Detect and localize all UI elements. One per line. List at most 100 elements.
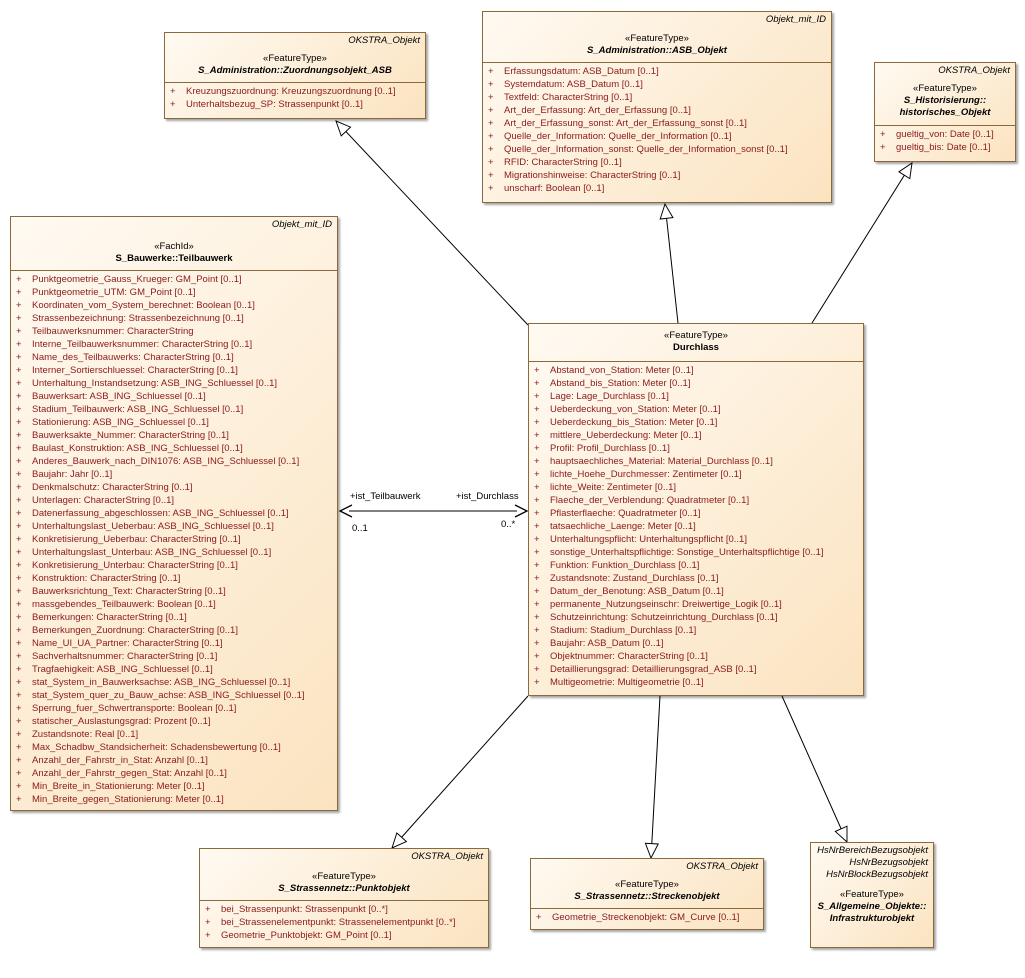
attribute-text: Unterhaltungslast_Ueberbau: ASB_ING_Schl… bbox=[32, 521, 274, 532]
association-role-left: +ist_Teilbauwerk bbox=[350, 491, 421, 502]
class-infrastrukturobjekt[interactable]: HsNrBereichBezugsobjekt HsNrBezugsobjekt… bbox=[810, 842, 934, 948]
visibility-marker: + bbox=[16, 378, 22, 389]
attribute-row: +Funktion: Funktion_Durchlass [0..1] bbox=[529, 559, 863, 572]
class-stereotype: «FeatureType» bbox=[625, 33, 689, 44]
attribute-text: Bauwerksrichtung_Text: CharacterString [… bbox=[32, 586, 226, 597]
attribute-row: +Schutzeinrichtung: Schutzeinrichtung_Du… bbox=[529, 611, 863, 624]
visibility-marker: + bbox=[16, 742, 22, 753]
association-arrow-left bbox=[338, 504, 353, 518]
class-parent-name: Objekt_mit_ID bbox=[271, 219, 332, 230]
generalization-to-streckenobjekt bbox=[651, 695, 661, 858]
class-durchlass[interactable]: «FeatureType» Durchlass +Abstand_von_Sta… bbox=[528, 323, 864, 696]
visibility-marker: + bbox=[16, 677, 22, 688]
class-name: S_Strassennetz::Punktobjekt bbox=[278, 883, 410, 894]
visibility-marker: + bbox=[488, 118, 494, 129]
attribute-text: Stadium_Teilbauwerk: ASB_ING_Schluessel … bbox=[32, 404, 244, 415]
attribute-text: Detaillierungsgrad: Detaillierungsgrad_A… bbox=[550, 664, 757, 675]
visibility-marker: + bbox=[534, 378, 540, 389]
attribute-text: Bauwerksakte_Nummer: CharacterString [0.… bbox=[32, 430, 229, 441]
attribute-row: +Kreuzungszuordnung: Kreuzungszuordnung … bbox=[165, 85, 425, 98]
attribute-row: +Profil: Profil_Durchlass [0..1] bbox=[529, 442, 863, 455]
class-stereotype: «FeatureType» bbox=[615, 879, 679, 890]
association-multiplicity-right: 0..* bbox=[501, 519, 516, 530]
visibility-marker: + bbox=[16, 716, 22, 727]
class-stereotype: «FeatureType» bbox=[312, 871, 376, 882]
visibility-marker: + bbox=[534, 391, 540, 402]
attribute-text: Konstruktion: CharacterString [0..1] bbox=[32, 573, 181, 584]
attribute-row: +Unterhaltung_Instandsetzung: ASB_ING_Sc… bbox=[11, 377, 337, 390]
attribute-row: +RFID: CharacterString [0..1] bbox=[483, 156, 831, 169]
visibility-marker: + bbox=[16, 573, 22, 584]
attribute-text: Bauwerksart: ASB_ING_Schluessel [0..1] bbox=[32, 391, 206, 402]
attribute-row: +Anzahl_der_Fahrstr_in_Stat: Anzahl [0..… bbox=[11, 754, 337, 767]
attribute-row: +bei_Strassenelementpunkt: Strasseneleme… bbox=[200, 916, 488, 929]
attribute-row: +Konkretisierung_Ueberbau: CharacterStri… bbox=[11, 533, 337, 546]
attribute-text: lichte_Hoehe_Durchmesser: Zentimeter [0.… bbox=[550, 469, 742, 480]
visibility-marker: + bbox=[536, 912, 542, 923]
attribute-text: Objektnummer: CharacterString [0..1] bbox=[550, 651, 708, 662]
attribute-row: +Punktgeometrie_UTM: GM_Point [0..1] bbox=[11, 286, 337, 299]
attribute-text: Stadium: Stadium_Durchlass [0..1] bbox=[550, 625, 697, 636]
attribute-text: Zustandsnote: Zustand_Durchlass [0..1] bbox=[550, 573, 719, 584]
class-parent-name: Objekt_mit_ID bbox=[765, 14, 826, 25]
attribute-text: Datenerfassung_abgeschlossen: ASB_ING_Sc… bbox=[32, 508, 289, 519]
attribute-row: +Tragfaehigkeit: ASB_ING_Schluessel [0..… bbox=[11, 663, 337, 676]
attribute-text: Textfeld: CharacterString [0..1] bbox=[504, 92, 633, 103]
attribute-text: Teilbauwerksnummer: CharacterString bbox=[32, 326, 194, 337]
attribute-text: Systemdatum: ASB_Datum [0..1] bbox=[504, 79, 643, 90]
attribute-row: +Unterhaltungspflicht: Unterhaltungspfli… bbox=[529, 533, 863, 546]
attribute-text: Anzahl_der_Fahrstr_gegen_Stat: Anzahl [0… bbox=[32, 768, 227, 779]
visibility-marker: + bbox=[16, 365, 22, 376]
visibility-marker: + bbox=[488, 157, 494, 168]
class-historisches-objekt[interactable]: OKSTRA_Objekt «FeatureType» S_Historisie… bbox=[874, 62, 1016, 162]
attribute-row: +unscharf: Boolean [0..1] bbox=[483, 182, 831, 195]
visibility-marker: + bbox=[488, 105, 494, 116]
attribute-row: +Interner_Sortierschluessel: CharacterSt… bbox=[11, 364, 337, 377]
attribute-text: Baujahr: ASB_Datum [0..1] bbox=[550, 638, 664, 649]
attribute-text: Unterhaltungslast_Unterbau: ASB_ING_Schl… bbox=[32, 547, 272, 558]
visibility-marker: + bbox=[16, 547, 22, 558]
attribute-list: +Geometrie_Streckenobjekt: GM_Curve [0..… bbox=[531, 908, 763, 926]
attribute-row: +Anderes_Bauwerk_nach_DIN1076: ASB_ING_S… bbox=[11, 455, 337, 468]
class-zuordnungsobjekt-asb[interactable]: OKSTRA_Objekt «FeatureType» S_Administra… bbox=[164, 32, 426, 119]
visibility-marker: + bbox=[16, 781, 22, 792]
class-parent-name-3: HsNrBlockBezugsobjekt bbox=[826, 869, 928, 880]
attribute-list: + Punktgeometrie_Gauss_Krueger: GM_Point … bbox=[11, 270, 337, 808]
class-streckenobjekt[interactable]: OKSTRA_Objekt «FeatureType» S_Strassenne… bbox=[530, 858, 764, 930]
attribute-row: +Pflasterflaeche: Quadratmeter [0..1] bbox=[529, 507, 863, 520]
attribute-row: +Quelle_der_Information: Quelle_der_Info… bbox=[483, 130, 831, 143]
visibility-marker: + bbox=[16, 638, 22, 649]
class-asb-objekt[interactable]: Objekt_mit_ID «FeatureType» S_Administra… bbox=[482, 11, 832, 203]
attribute-row: +bei_Strassenpunkt: Strassenpunkt [0..*] bbox=[200, 903, 488, 916]
class-teilbauwerk[interactable]: Objekt_mit_ID «FachId» S_Bauwerke::Teilb… bbox=[10, 216, 338, 811]
visibility-marker: + bbox=[16, 443, 22, 454]
attribute-row: +permanente_Nutzungseinschr: Dreiwertige… bbox=[529, 598, 863, 611]
attribute-row: +Unterlagen: CharacterString [0..1] bbox=[11, 494, 337, 507]
attribute-text: sonstige_Unterhaltspflichtige: Sonstige_… bbox=[550, 547, 824, 558]
attribute-row: +Geometrie_Streckenobjekt: GM_Curve [0..… bbox=[531, 911, 763, 924]
attribute-text: Unterhaltsbezug_SP: Strassenpunkt [0..1] bbox=[186, 99, 363, 110]
attribute-list: +gueltig_von: Date [0..1]+gueltig_bis: D… bbox=[875, 125, 1015, 156]
visibility-marker: + bbox=[534, 560, 540, 571]
attribute-text: stat_System_in_Bauwerksachse: ASB_ING_Sc… bbox=[32, 677, 291, 688]
attribute-text: bei_Strassenpunkt: Strassenpunkt [0..*] bbox=[221, 904, 388, 915]
class-stereotype: «FeatureType» bbox=[263, 53, 327, 64]
attribute-row: + stat_System_in_Bauwerksachse: ASB_ING_S… bbox=[11, 676, 337, 689]
visibility-marker: + bbox=[534, 612, 540, 623]
attribute-row: +Name_des_Teilbauwerks: CharacterString … bbox=[11, 351, 337, 364]
attribute-text: Punktgeometrie_Gauss_Krueger: GM_Point [… bbox=[32, 274, 242, 285]
visibility-marker: + bbox=[488, 170, 494, 181]
attribute-row: +Datenerfassung_abgeschlossen: ASB_ING_S… bbox=[11, 507, 337, 520]
class-punktobjekt[interactable]: OKSTRA_Objekt «FeatureType» S_Strassenne… bbox=[199, 848, 489, 948]
visibility-marker: + bbox=[534, 547, 540, 558]
attribute-row: +Teilbauwerksnummer: CharacterString bbox=[11, 325, 337, 338]
class-name: Durchlass bbox=[673, 342, 719, 353]
visibility-marker: + bbox=[16, 469, 22, 480]
class-name-line-2: Infrastrukturobjekt bbox=[829, 913, 915, 924]
attribute-row: +Objektnummer: CharacterString [0..1] bbox=[529, 650, 863, 663]
visibility-marker: + bbox=[16, 586, 22, 597]
attribute-text: Anderes_Bauwerk_nach_DIN1076: ASB_ING_Sc… bbox=[32, 456, 300, 467]
attribute-text: Min_Breite_gegen_Stationierung: Meter [0… bbox=[32, 794, 224, 805]
attribute-row: +Baujahr: Jahr [0..1] bbox=[11, 468, 337, 481]
